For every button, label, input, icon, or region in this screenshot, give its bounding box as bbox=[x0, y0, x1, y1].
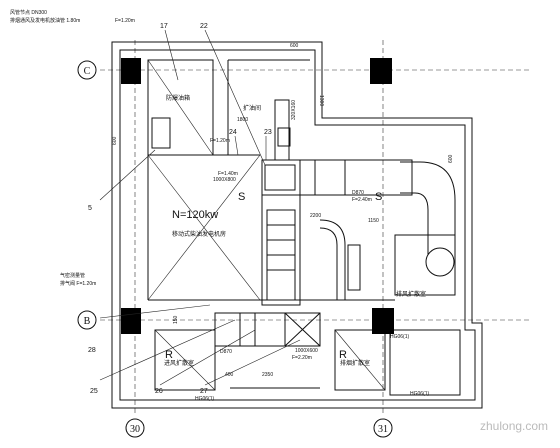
label-s-left: S bbox=[238, 191, 245, 203]
exhaust-duct-main bbox=[261, 159, 413, 196]
shaft-cross-lines bbox=[147, 59, 386, 391]
dim-600-right: 600 bbox=[448, 154, 454, 163]
smoke-pipe bbox=[319, 219, 361, 300]
inner-walls bbox=[147, 59, 461, 396]
svg-text:C: C bbox=[84, 66, 91, 77]
callout-22: 22 bbox=[200, 23, 208, 30]
callout-27: 27 bbox=[200, 388, 208, 395]
svg-text:31: 31 bbox=[378, 424, 388, 435]
callout-26: 26 bbox=[155, 388, 163, 395]
outer-walls bbox=[111, 41, 483, 409]
label-generator-room: 移动式柴油发电机房 bbox=[172, 230, 226, 238]
round-exhaust-elbow bbox=[400, 161, 456, 277]
column-b30 bbox=[121, 308, 141, 334]
callout-17: 17 bbox=[160, 23, 168, 30]
note-valve-a2: F=1.20m bbox=[210, 138, 230, 144]
note-top-left-2: 排烟通风及发电机放油管 1.80m bbox=[10, 17, 80, 24]
duct-size-1000x800: 1000X800 bbox=[213, 177, 236, 183]
axis-bubble-c: C bbox=[77, 60, 97, 80]
note-left-2: 排气阀 F=1.20m bbox=[60, 280, 96, 287]
dim-1800: 1800 bbox=[237, 117, 248, 123]
watermark: zhulong.com bbox=[480, 419, 548, 433]
note-valve-b: F=1.40m bbox=[218, 171, 238, 177]
callout-25: 25 bbox=[90, 388, 98, 395]
dim-2200: 2200 bbox=[310, 213, 321, 219]
axis-bubble-31: 31 bbox=[373, 418, 393, 438]
note-valve-d: F=2.20m bbox=[292, 355, 312, 361]
duct-size-320x160: 320X160 bbox=[291, 100, 297, 120]
axis-bubble-30: 30 bbox=[125, 418, 145, 438]
label-smoke-room: 排烟扩散室 bbox=[340, 359, 370, 367]
dim-400: 400 bbox=[225, 372, 234, 378]
dim-150: 150 bbox=[173, 315, 179, 324]
oil-tank-symbol bbox=[151, 117, 171, 149]
label-power: N=120kw bbox=[172, 209, 218, 221]
note-valve-c: F=2.40m bbox=[352, 197, 372, 203]
dim-600-top: 600 bbox=[290, 43, 299, 49]
label-r-right: R bbox=[339, 349, 347, 361]
callout-23: 23 bbox=[264, 129, 272, 136]
label-tank-room: 防爆油箱 bbox=[166, 94, 190, 102]
note-hg-1: HG06(1) bbox=[195, 396, 215, 402]
generator-vertical-duct bbox=[261, 194, 301, 306]
dim-2350: 2350 bbox=[262, 372, 273, 378]
duct-size-d870-top: D870 bbox=[352, 190, 364, 196]
dim-1300: 1300 bbox=[318, 95, 324, 106]
callout-28: 28 bbox=[88, 347, 96, 354]
label-r-left: R bbox=[165, 349, 173, 361]
svg-text:B: B bbox=[84, 316, 91, 327]
dim-1150: 1150 bbox=[368, 218, 379, 224]
column-c30 bbox=[121, 58, 141, 84]
callout-5: 5 bbox=[88, 205, 92, 212]
callout-24: 24 bbox=[229, 129, 237, 136]
note-left-1: 气密测量管 bbox=[60, 272, 85, 279]
label-exhaust-room: 排风扩散室 bbox=[396, 290, 426, 298]
column-b31 bbox=[372, 308, 394, 334]
label-s-right: S bbox=[375, 191, 382, 203]
note-top-left-1: 风管节点 DN300 bbox=[10, 9, 47, 16]
axis-bubble-b: B bbox=[77, 310, 97, 330]
note-valve-a: F=1.20m bbox=[115, 18, 135, 24]
note-hg-3: HG06(1) bbox=[410, 391, 430, 397]
label-pipe-room: 扩油间 bbox=[243, 104, 261, 112]
duct-size-d870-bottom: D870 bbox=[220, 349, 232, 355]
duct-size-1000x600: 1000X600 bbox=[295, 348, 318, 354]
fresh-air-duct bbox=[214, 312, 321, 347]
column-c31 bbox=[370, 58, 392, 84]
svg-text:30: 30 bbox=[130, 424, 140, 435]
label-fresh-air-room: 进风扩散室 bbox=[164, 359, 194, 367]
dim-600-left: 600 bbox=[112, 136, 118, 145]
note-hg-2: HG06(1) bbox=[390, 334, 410, 340]
top-riser-duct bbox=[274, 99, 291, 161]
callout-leaders bbox=[99, 29, 301, 386]
